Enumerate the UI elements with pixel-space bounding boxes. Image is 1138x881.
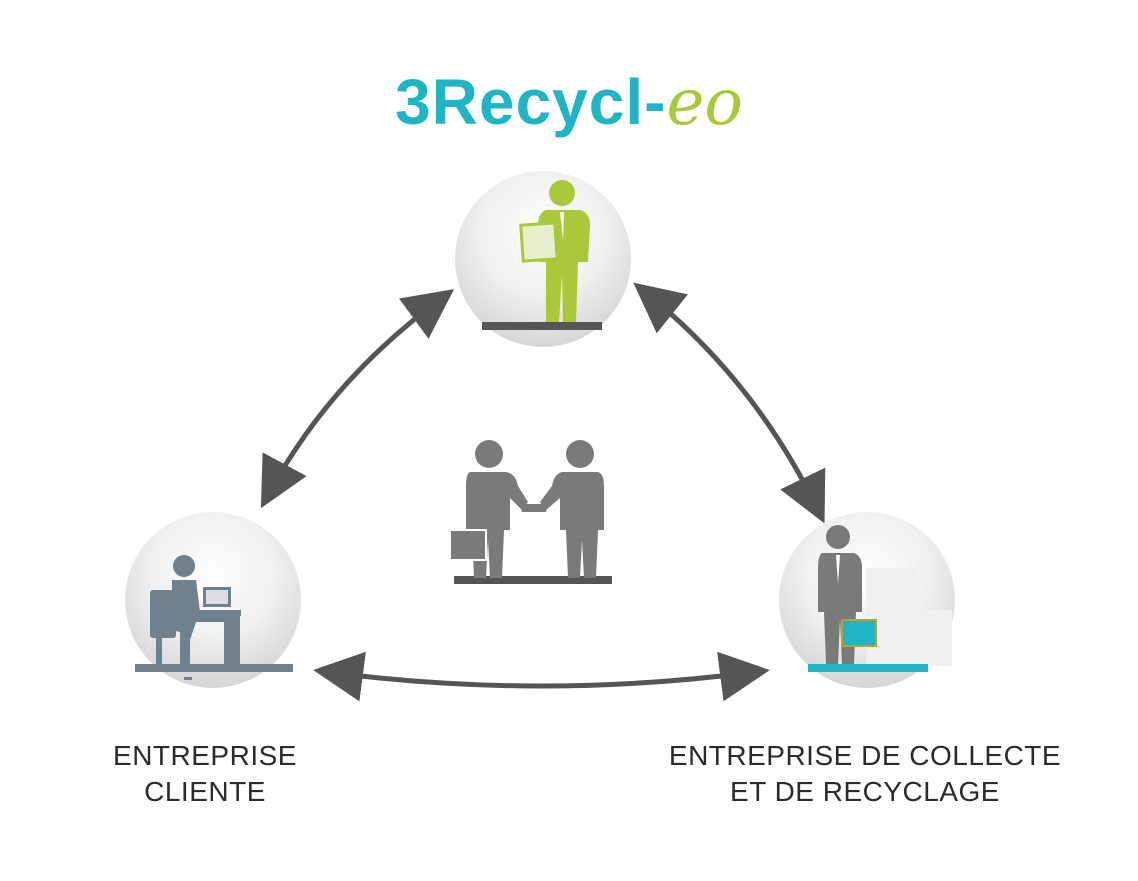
logo-main-text: 3Recycl-: [395, 66, 667, 138]
person-at-desk-computer-icon: [150, 555, 241, 664]
client-node: [125, 512, 301, 688]
arrows: [260, 282, 826, 702]
label-client-line1: ENTREPRISE: [113, 740, 297, 771]
recycler-node: [779, 512, 955, 688]
label-client: ENTREPRISE CLIENTE: [60, 738, 350, 810]
client-base: [135, 664, 293, 672]
center-node: [449, 440, 612, 584]
standing-person-with-document-icon: [519, 180, 590, 322]
label-recycler-line1: ENTREPRISE DE COLLECTE: [668, 740, 1062, 771]
person-with-briefcase-icon: [818, 525, 877, 664]
label-recycler: ENTREPRISE DE COLLECTE ET DE RECYCLAGE: [640, 738, 1090, 810]
label-client-line2: CLIENTE: [144, 776, 266, 807]
handshake-icon: [449, 440, 604, 578]
advisor-node: [455, 171, 631, 347]
advisor-base: [482, 322, 602, 330]
arrow-advisor-client: [260, 289, 455, 509]
arrow-advisor-recycler: [633, 282, 826, 524]
arrow-client-recycler: [313, 651, 770, 702]
recycler-base: [808, 664, 928, 672]
logo-accent-text: eo: [666, 66, 743, 140]
label-recycler-line2: ET DE RECYCLAGE: [730, 776, 1000, 807]
handshake-base: [454, 576, 612, 584]
logo: 3Recycl-eo: [0, 62, 1138, 143]
